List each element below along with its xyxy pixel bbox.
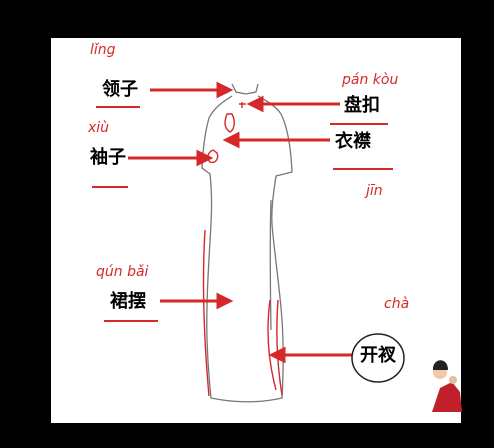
- pinyin-slit: chà: [384, 296, 410, 312]
- label-slit: 开衩: [360, 345, 396, 366]
- pinyin-sleeve: xiù: [88, 120, 110, 136]
- underline-button: [330, 123, 388, 125]
- pinyin-collar: lǐng: [90, 42, 116, 58]
- arrowhead-hem: [216, 292, 234, 310]
- arrowhead-button: [246, 95, 264, 113]
- underline-hem: [104, 320, 158, 322]
- pinyin-hem: qún bǎi: [96, 264, 149, 280]
- label-hem: 裙摆: [110, 291, 146, 312]
- slit-label-circle: [351, 333, 405, 383]
- arrowhead-slit: [268, 346, 286, 364]
- underline-placket: [333, 168, 393, 170]
- qipao-outline: [201, 83, 293, 403]
- arrows: [128, 81, 352, 364]
- arrowhead-collar: [216, 81, 234, 99]
- dress-red-accents: [202, 102, 283, 397]
- underline-sleeve: [92, 186, 128, 188]
- label-placket: 衣襟: [335, 131, 371, 152]
- label-sleeve: 袖子: [90, 147, 126, 168]
- underline-collar: [96, 106, 140, 108]
- label-collar: 领子: [102, 79, 138, 100]
- pinyin-button: pán kòu: [342, 72, 399, 88]
- pinyin-placket: jīn: [366, 183, 383, 199]
- arrowhead-sleeve: [196, 149, 214, 167]
- arrowhead-placket: [222, 131, 240, 149]
- label-button: 盘扣: [344, 95, 380, 116]
- woman-thumbnail: [432, 360, 462, 412]
